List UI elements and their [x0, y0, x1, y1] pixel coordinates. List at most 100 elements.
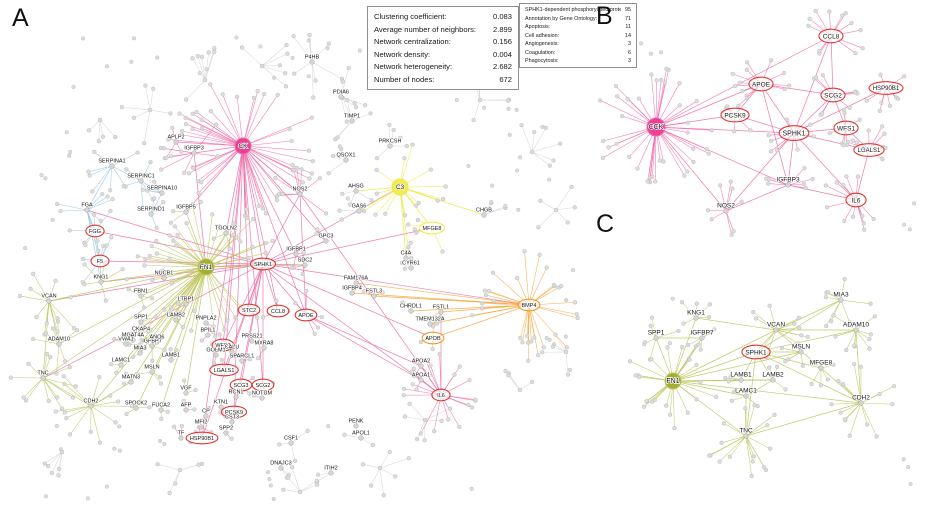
ring-APOE [748, 76, 774, 92]
label-SPOCK2: SPOCK2 [125, 401, 147, 407]
node-C3 [391, 178, 409, 196]
label-CHRDL1: CHRDL1 [400, 304, 422, 310]
annotation-row: Annotation by Gene Ontology:71 [525, 16, 631, 22]
ring-SCG2 [820, 87, 846, 103]
ring-WFS1 [211, 338, 235, 352]
node-GAS6 [356, 208, 362, 214]
label-STC2: STC2 [242, 308, 256, 314]
node-SDC2 [302, 262, 308, 268]
label-SPHK1: SPHK1 [745, 349, 767, 356]
node-SPP1 [653, 335, 659, 341]
ring-PCSK9 [720, 107, 750, 123]
node-PDIA6 [338, 94, 344, 100]
nodes-layer [40, 28, 904, 495]
label-CST3: CST3 [225, 415, 239, 421]
node-LAMB1 [168, 357, 174, 363]
label-PNPLA2: PNPLA2 [195, 316, 216, 322]
stat-row: Average number of neighbors:2.899 [374, 25, 512, 34]
stat-row-value: 2.899 [492, 24, 512, 34]
label-GPC3: GPC3 [319, 234, 334, 240]
panel-c-label: C [596, 210, 615, 238]
node-FUCA2 [158, 407, 164, 413]
label-SPARCL1: SPARCL1 [230, 354, 255, 360]
node-TNC [40, 375, 46, 381]
label-KNG1: KNG1 [687, 310, 705, 317]
label-MIA3: MIA3 [833, 292, 849, 299]
label-KTN1: KTN1 [214, 400, 228, 406]
label-RCN1: RCN1 [229, 390, 244, 396]
label-ITIH2: ITIH2 [324, 466, 337, 472]
node-TIMP1 [349, 118, 355, 124]
stat-row-label: Number of nodes: [374, 74, 435, 84]
label-APOE: APOE [298, 313, 314, 319]
label-GAS6: GAS6 [352, 204, 367, 210]
label-PCSK9: PCSK9 [724, 112, 746, 119]
label-NOTUM: NOTUM [252, 391, 273, 397]
label-CCL8: CCL8 [823, 33, 840, 40]
node-GPC3 [323, 238, 329, 244]
leaves-layer [8, 8, 917, 502]
ring-APOE [294, 308, 318, 322]
label-MIA3: MIA3 [134, 346, 147, 352]
label-MGAT4A: MGAT4A [122, 333, 145, 339]
node-VGF [183, 390, 189, 396]
node-AHSG [353, 188, 359, 194]
node-SPP1 [138, 319, 144, 325]
panel-b-label: B [596, 2, 613, 30]
node-VWA1 [123, 341, 129, 347]
node-PNPLA2 [203, 320, 209, 326]
node-PRSS21 [249, 338, 255, 344]
annotation-row-label: SPHK1-dependent phosphorylated protein: [525, 7, 621, 13]
annotation-row-label: Cell adhesion: [525, 32, 560, 39]
node-APOA1 [418, 377, 424, 383]
go-annotation-box: SPHK1-dependent phosphorylated protein: 9… [519, 3, 637, 68]
node-CHRDL1 [408, 308, 414, 314]
annotation-row-value: 95 [625, 7, 631, 13]
node-LAMB1 [738, 377, 744, 383]
annotation-row: Phagocytosis:3 [525, 58, 631, 64]
label-CDH2: CDH2 [84, 399, 99, 405]
ring-APOB [421, 331, 445, 345]
annotation-row-value: 3 [628, 58, 631, 64]
label-AFP: AFP [181, 403, 192, 409]
label-P4HB: P4HB [305, 55, 320, 61]
ring-F5 [90, 254, 110, 268]
node-FBN1 [138, 293, 144, 299]
node-P4HB [309, 59, 315, 65]
label-APLP2: APLP2 [167, 135, 184, 141]
node-TMEM132A [427, 321, 433, 327]
stat-row: Network heterogeneity:2.682 [374, 62, 512, 71]
node-CYR61 [408, 265, 414, 271]
labels-layer: P4HBPDIA6TIMP1QSOX1PRKCSHAHSGGAS6CHGBC4A… [37, 33, 901, 473]
node-FAM176A [353, 280, 359, 286]
label-F5: F5 [97, 259, 103, 265]
label-ANO6: ANO6 [150, 335, 165, 341]
label-DNAJC3: DNAJC3 [270, 461, 291, 467]
annotation-row-label: Annotation by Gene Ontology: [525, 15, 598, 22]
label-NUCB1: NUCB1 [155, 271, 174, 277]
node-SPARCL1 [239, 358, 245, 364]
label-MFGE8: MFGE8 [810, 360, 833, 367]
node-C4A [403, 255, 409, 261]
ring-LGALS1 [853, 143, 885, 157]
label-PCSK9: PCSK9 [225, 410, 243, 416]
annotation-row: Coagulation:6 [525, 50, 631, 56]
label-APOL1: APOL1 [352, 431, 370, 437]
annotation-row: Cell adhesion:14 [525, 33, 631, 39]
stat-row-label: Network heterogeneity: [374, 62, 453, 71]
label-SPHK1: SPHK1 [254, 262, 272, 268]
label-ADAM10: ADAM10 [48, 337, 70, 343]
label-IL6: IL6 [437, 393, 445, 399]
ring-IL6 [431, 388, 451, 402]
node-MATN3 [128, 379, 134, 385]
node-ITIH2 [328, 470, 334, 476]
label-LAMB1: LAMB1 [162, 353, 180, 359]
label-LAMB2: LAMB2 [762, 372, 784, 379]
node-GOLM1 [213, 352, 219, 358]
label-MATN3: MATN3 [122, 375, 140, 381]
node-VCAN [46, 298, 52, 304]
node-CHGB [481, 212, 487, 218]
node-FSTL3 [371, 293, 377, 299]
label-APOA2: APOA2 [412, 359, 430, 365]
ring-MFGE8 [418, 221, 446, 235]
